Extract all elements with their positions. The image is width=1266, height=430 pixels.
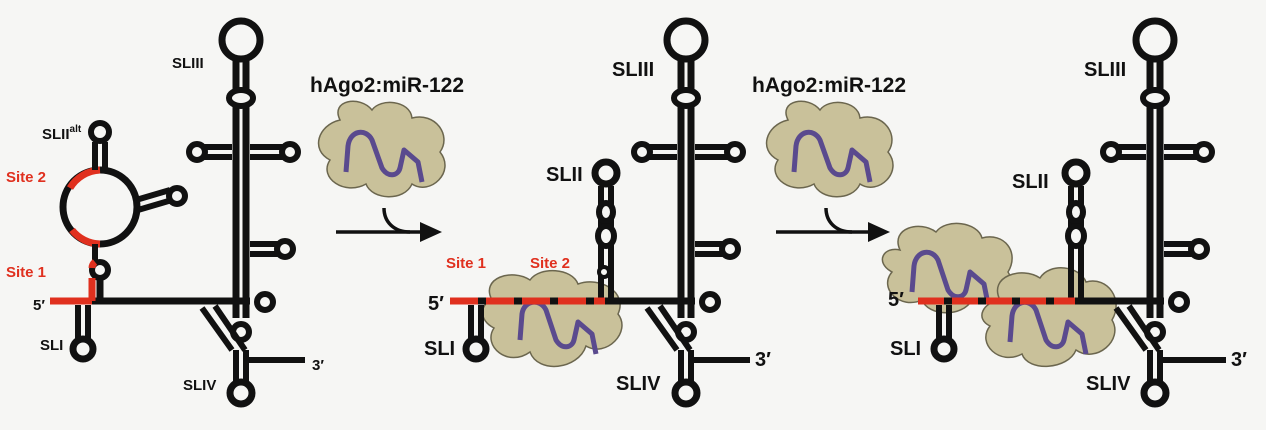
panel2-sli-label: SLI — [424, 338, 455, 360]
panel-1-free-rna — [50, 17, 305, 408]
sliv-loop — [226, 378, 256, 408]
panel3-sliv-loop — [1140, 378, 1170, 408]
panel3-slii-bulge-1 — [1066, 200, 1086, 224]
panel-2-site1-bound — [450, 17, 750, 408]
sliv-connector — [199, 304, 305, 385]
sliii-terminal-loop — [218, 17, 264, 63]
panel3-slii-bulge-2 — [1065, 223, 1087, 249]
panel2-site2-label: Site 2 — [530, 255, 570, 272]
panel2-three-prime: 3′ — [755, 349, 771, 371]
hago2-bound-site1 — [481, 269, 623, 368]
panel2-slii-bulge-1 — [596, 200, 616, 224]
panel3-sliii-loop — [1132, 17, 1178, 63]
hago2-bound-site2-p3 — [981, 267, 1117, 368]
panel3-five-prime: 5′ — [888, 289, 904, 311]
mirna-strand-3 — [791, 129, 873, 183]
sliii-side-loop-right-3 — [254, 291, 276, 313]
arrowhead-1 — [420, 222, 442, 242]
panel3-slii-loop — [1061, 158, 1091, 188]
panel2-slii-label: SLII — [546, 164, 583, 186]
panel1-five-prime: 5′ — [33, 297, 45, 314]
panel3-side-loop-right-3 — [1168, 291, 1190, 313]
panel3-sli-loop — [930, 335, 958, 363]
panel1-three-prime: 3′ — [312, 357, 324, 374]
arrowhead-2 — [868, 222, 890, 242]
panel2-side-loop-left — [631, 141, 653, 163]
panel-3-both-sites-bound — [881, 17, 1226, 408]
slii-alt-top-stem — [92, 142, 173, 213]
site1-curve — [88, 259, 98, 269]
panel2-slii-bulge-3 — [597, 265, 611, 279]
panel3-side-loop-right-1 — [1193, 141, 1215, 163]
panel2-sliii-label: SLIII — [612, 59, 654, 81]
mirna-strand-1 — [343, 129, 425, 183]
panel3-sliv-label: SLIV — [1086, 373, 1131, 395]
mirna-strand-2 — [517, 299, 599, 355]
panel1-sliv-label: SLIV — [183, 377, 216, 394]
site2-arc — [66, 166, 101, 190]
mirna-strand-5 — [1007, 299, 1089, 355]
complex-label-2: hAgo2:miR-122 — [752, 74, 906, 97]
sliii-bulge-1 — [226, 87, 256, 109]
sliii-side-loop-right-2 — [274, 238, 296, 260]
panel2-sliv-loop — [671, 378, 701, 408]
panel3-sliii-label: SLIII — [1084, 59, 1126, 81]
reaction-arrow-1 — [336, 207, 420, 234]
hago2-complex-2 — [765, 100, 894, 198]
panel1-site2-label: Site 2 — [6, 169, 46, 186]
slii-alt-main: SLII — [42, 126, 70, 143]
panel3-sliii-bulge — [1140, 87, 1170, 109]
slii-alt-side-loop — [166, 185, 188, 207]
panel2-slii-bulge-2 — [595, 223, 617, 249]
panel1-slii-alt-label: SLIIalt — [42, 124, 82, 143]
panel2-sliii-loop — [663, 17, 709, 63]
panel3-side-loop-right-2 — [1188, 238, 1210, 260]
slii-alt-top-loop — [88, 120, 112, 144]
reaction-arrow-2 — [776, 207, 868, 234]
panel3-sli-label: SLI — [890, 338, 921, 360]
panel3-three-prime: 3′ — [1231, 349, 1247, 371]
panel1-sliii-label: SLIII — [172, 55, 204, 72]
sliii-side-loop-right-1 — [279, 141, 301, 163]
panel2-side-loop-right-2 — [719, 238, 741, 260]
panel2-site1-label: Site 1 — [446, 255, 486, 272]
panel2-side-loop-right-1 — [724, 141, 746, 163]
panel2-sli-loop — [462, 335, 490, 363]
slii-alt-sup: alt — [70, 124, 82, 135]
panel2-slii-loop — [591, 158, 621, 188]
panel2-five-prime: 5′ — [428, 293, 444, 315]
sli-loop — [69, 335, 97, 363]
panel1-sli-label: SLI — [40, 337, 63, 354]
panel1-site1-label: Site 1 — [6, 264, 46, 281]
sliii-side-loop-left — [186, 141, 208, 163]
panel2-sliv-label: SLIV — [616, 373, 661, 395]
mirna-strand-4 — [909, 249, 991, 305]
site2-arc-lower — [69, 227, 101, 248]
panel2-side-loop-right-3 — [699, 291, 721, 313]
panel3-side-loop-left — [1100, 141, 1122, 163]
panel3-slii-label: SLII — [1012, 171, 1049, 193]
complex-label-1: hAgo2:miR-122 — [310, 74, 464, 97]
hago2-complex-1 — [317, 100, 446, 198]
panel2-sliii-bulge — [671, 87, 701, 109]
sli-stem — [75, 305, 91, 340]
